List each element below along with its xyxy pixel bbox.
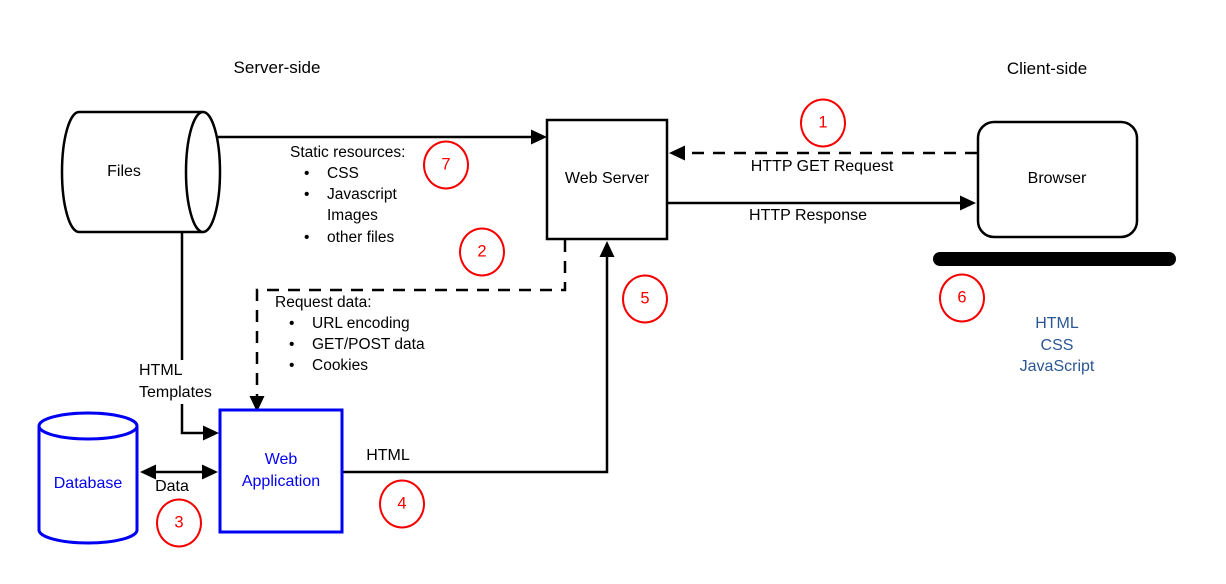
list-item: CSS [1040, 336, 1074, 354]
data-label: Data [155, 478, 189, 495]
step-badge-5: 5 [622, 274, 668, 324]
database-label: Database [53, 475, 123, 492]
step-badge-3: 3 [156, 498, 202, 548]
list-item: • Images [327, 207, 378, 225]
static-resources-title: Static resources: [290, 143, 406, 161]
bullet-icon: • [289, 357, 295, 375]
step-badge-4: 4 [379, 479, 425, 529]
static-resources-note: Static resources: • CSS • Javascript • I… [290, 142, 405, 249]
list-item: • Javascript [304, 186, 397, 204]
web-server-box [545, 118, 669, 241]
files-label: Files [107, 163, 141, 180]
database-cylinder [37, 426, 139, 545]
list-item: • CSS [304, 164, 359, 182]
bullet-icon: • [304, 164, 310, 182]
list-item: • Cookies [289, 357, 368, 375]
web-application-label: Web Application [241, 451, 321, 490]
html-templates-arrowhead-icon [203, 425, 219, 441]
request-data-dashed-arrow [255, 240, 567, 397]
list-item: • GET/POST data [289, 336, 425, 354]
list-item: JavaScript [1019, 357, 1095, 375]
data-arrowhead-right-icon [202, 464, 218, 480]
data-arrowhead-left-icon [140, 464, 156, 480]
web-server-label: Web Server [564, 170, 650, 187]
browser-label: Browser [1027, 170, 1087, 187]
request-data-note: Request data: • URL encoding • GET/POST … [275, 292, 425, 377]
files-cylinder [60, 110, 203, 234]
bullet-icon: • [289, 336, 295, 354]
server-side-title: Server-side [233, 58, 321, 77]
html-edge-label: HTML [366, 447, 410, 464]
browser-box [976, 120, 1139, 239]
http-response-arrowhead-icon [960, 195, 976, 211]
static-resources-arrowhead-icon [531, 129, 547, 145]
step-badge-7: 7 [423, 140, 469, 190]
database-cylinder-cap [37, 411, 139, 441]
html-to-webserver-arrow [342, 257, 609, 474]
list-item: • URL encoding [289, 314, 410, 332]
step-badge-6: 6 [939, 273, 985, 323]
bullet-icon: • [304, 228, 310, 246]
browser-languages-list: HTML CSS JavaScript [1020, 313, 1095, 378]
http-response-label: HTTP Response [749, 207, 867, 224]
bullet-icon: • [304, 186, 310, 204]
request-data-title: Request data: [275, 293, 372, 311]
files-cylinder-cap [184, 110, 222, 234]
html-arrowhead-icon [599, 241, 615, 257]
bullet-icon: • [289, 314, 295, 332]
html-templates-label: HTML Templates [137, 360, 214, 404]
list-item: • other files [304, 228, 395, 246]
request-data-arrowhead-icon [249, 396, 265, 412]
http-get-arrowhead-icon [669, 145, 685, 161]
http-get-request-label: HTTP GET Request [750, 158, 894, 175]
client-side-title: Client-side [1006, 59, 1088, 78]
web-application-box [218, 408, 344, 534]
list-item: HTML [1035, 314, 1079, 332]
step-badge-1: 1 [800, 98, 846, 148]
laptop-base-icon [933, 252, 1176, 266]
step-badge-2: 2 [459, 227, 505, 277]
html-templates-arrow [180, 232, 204, 435]
